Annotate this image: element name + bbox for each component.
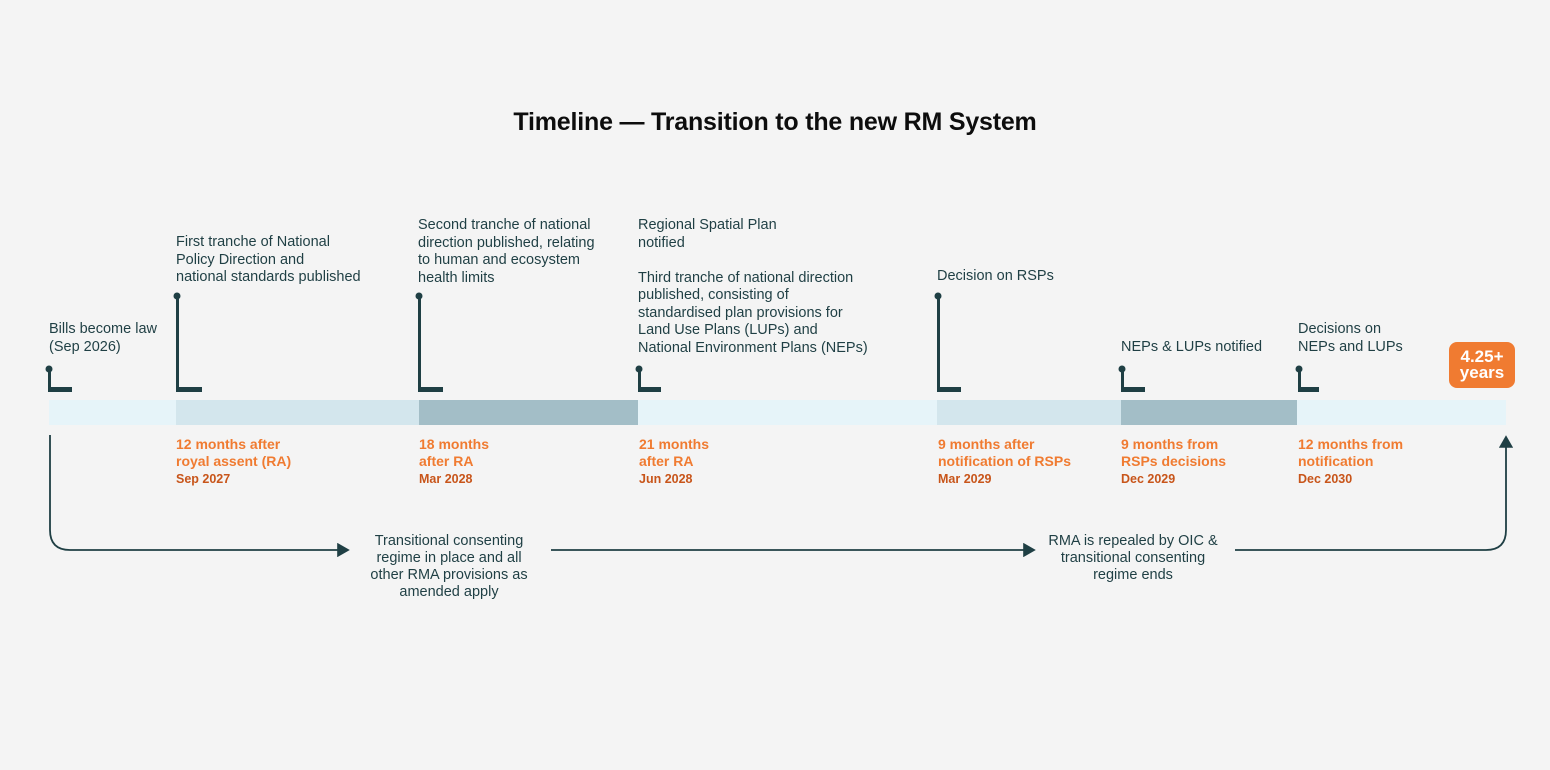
flow-arrow-right [1235, 435, 1514, 551]
milestone-marker-3 [415, 292, 443, 392]
milestone-7-event: Decisions on NEPs and LUPs [1298, 321, 1403, 355]
milestone-marker-7 [1295, 365, 1319, 392]
milestone-6-timing: 9 months from RSPs decisions [1121, 436, 1227, 469]
track-segment-4 [638, 400, 937, 425]
milestone-marker-6 [1118, 365, 1145, 392]
track-segment-3 [419, 400, 638, 425]
track-segment-2 [176, 400, 419, 425]
flow-arrow-left [49, 435, 350, 558]
milestone-1-event: Bills become law (Sep 2026) [49, 321, 157, 355]
milestone-5-timing: 9 months after notification of RSPs [938, 436, 1071, 469]
milestone-4-event: Regional Spatial Plan notified Third tra… [638, 217, 868, 356]
milestone-marker-4 [635, 365, 661, 392]
milestone-5-event: Decision on RSPs [937, 268, 1054, 284]
milestone-7-timing: 12 months from notification [1298, 436, 1404, 469]
milestone-3-timing: 18 months after RA [419, 436, 490, 469]
track-segment-6 [1121, 400, 1297, 425]
track-segment-1 [49, 400, 176, 425]
milestone-2-date: Sep 2027 [176, 472, 231, 486]
milestone-marker-5 [934, 292, 961, 392]
milestone-3-event: Second tranche of national direction pub… [418, 217, 595, 286]
milestone-2-event: First tranche of National Policy Directi… [176, 234, 361, 285]
milestone-2-timing: 12 months after royal assent (RA) [176, 436, 292, 469]
duration-badge-text: 4.25+ years [1459, 347, 1505, 382]
milestone-7-date: Dec 2030 [1298, 472, 1353, 486]
milestone-6-event: NEPs & LUPs notified [1121, 339, 1263, 355]
track-segment-5 [937, 400, 1121, 425]
milestone-3-date: Mar 2028 [419, 472, 473, 486]
milestone-4-date: Jun 2028 [639, 472, 693, 486]
rma-repeal-note: RMA is repealed by OIC & transitional co… [1048, 533, 1218, 583]
milestone-6-date: Dec 2029 [1121, 472, 1176, 486]
milestone-5-date: Mar 2029 [938, 472, 992, 486]
page-title: Timeline — Transition to the new RM Syst… [513, 108, 1037, 136]
track-segment-7 [1297, 400, 1506, 425]
milestone-marker-1 [45, 365, 72, 392]
milestone-marker-2 [173, 292, 202, 392]
duration-badge: 4.25+ years [1449, 342, 1515, 388]
transitional-regime-note: Transitional consenting regime in place … [370, 533, 528, 600]
milestone-4-timing: 21 months after RA [639, 436, 710, 469]
